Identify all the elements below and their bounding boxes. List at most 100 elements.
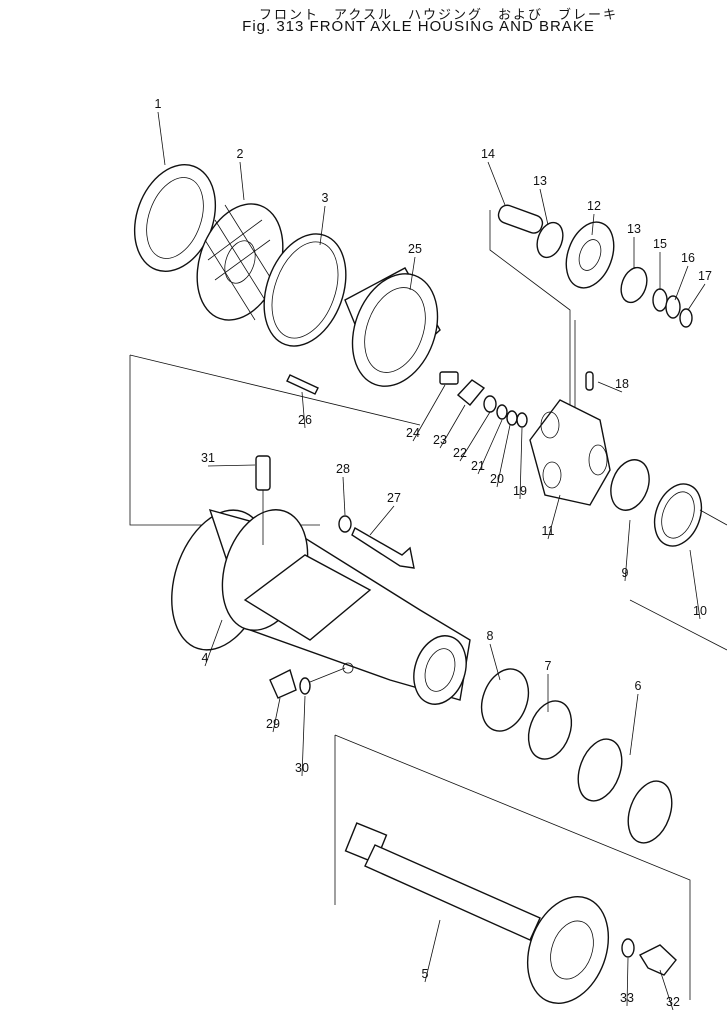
part-13-bearing-2 [620,266,648,304]
callout-label-29: 29 [266,717,280,731]
housing-frame-right [629,509,727,651]
callout-label-11: 11 [542,524,555,538]
part-27-bolt [351,527,415,569]
callout-leader-16 [674,265,689,301]
callout-label-16: 16 [681,251,695,265]
part-17-snap-ring [679,308,693,328]
callout-label-33: 33 [620,991,634,1005]
part-25-ring-gear [344,267,441,387]
callout-leader-10 [689,549,701,620]
callout-leader-28 [342,476,346,516]
callout-leader-2 [239,161,245,201]
callout-label-9: 9 [622,566,629,580]
callout-label-7: 7 [545,659,552,673]
part-5-axle-shaft [344,822,610,1004]
callout-leader-29 [272,697,281,733]
part-6-seal-b [627,780,673,844]
part-13-bearing [536,221,564,259]
callout-leader-32 [659,969,674,1010]
callout-label-26: 26 [298,413,312,427]
callout-leader-19 [519,427,523,500]
callout-label-31: 31 [201,451,215,465]
callout-leader-5 [424,919,441,983]
part-6-seal-a [577,738,623,802]
callout-leader-24 [412,384,446,442]
carrier-frame-line [489,210,571,420]
part-29-plug [269,669,297,699]
callout-leader-31 [207,464,256,467]
callout-leader-33 [626,957,629,1007]
callout-label-2: 2 [237,147,244,161]
callout-leader-27 [369,505,395,536]
callout-label-23: 23 [433,433,447,447]
callout-leader-12 [591,213,595,236]
part-12-planet-gear [565,221,615,289]
part-24-bolt [439,371,459,385]
callout-leader-14 [487,161,506,206]
callout-leader-8 [489,643,501,681]
callout-labels: 1234567891011121313141516171819202122232… [155,97,712,1010]
callout-label-6: 6 [635,679,642,693]
part-32-bolt [639,944,677,976]
callout-label-3: 3 [322,191,329,205]
callout-label-18: 18 [615,377,629,391]
part-11-planet-carrier [529,399,611,506]
callout-label-21: 21 [471,459,485,473]
callout-label-27: 27 [387,491,401,505]
callout-label-12: 12 [587,199,601,213]
callout-label-20: 20 [490,472,504,486]
part-3-ring [263,233,347,347]
part-14-shaft [497,204,544,234]
callout-label-13: 13 [533,174,547,188]
callout-leader-13 [539,188,549,226]
callout-label-13: 13 [627,222,641,236]
callout-leader-18 [597,381,623,393]
callout-leader-17 [687,283,706,311]
callout-leader-20 [496,424,511,488]
part-4-axle-housing [171,508,471,705]
figure-title-english: Fig. 313 FRONT AXLE HOUSING AND BRAKE [242,18,595,35]
part-16-washer [665,295,681,319]
callout-leader-4 [204,619,223,667]
callout-label-1: 1 [155,97,162,111]
callout-label-28: 28 [336,462,350,476]
part-31-breather [255,455,271,491]
part-8-bearing-cup [480,668,530,732]
part-18-pin [585,371,594,391]
part-28-washer [338,515,352,533]
part-21-washer [496,404,508,420]
callout-label-10: 10 [693,604,707,618]
part-9-bearing [610,459,650,511]
callout-leader-3 [319,205,326,246]
callout-label-17: 17 [698,269,712,283]
callout-leader-26 [301,391,306,429]
callout-leader-22 [459,411,491,462]
callout-label-32: 32 [666,995,680,1009]
callout-label-8: 8 [487,629,494,643]
callout-label-24: 24 [406,426,420,440]
callout-label-5: 5 [422,967,429,981]
callout-leader-1 [157,111,166,166]
callout-leader-6 [629,693,639,756]
callout-leader-30 [301,695,306,777]
callout-label-19: 19 [513,484,527,498]
part-7-bearing [527,700,573,760]
part-30-washer [299,677,311,695]
callout-label-22: 22 [453,446,467,460]
callout-leader-23 [439,404,466,449]
callout-leader-21 [477,419,503,475]
callout-label-14: 14 [481,147,495,161]
part-26-pin [286,374,319,395]
callout-label-25: 25 [408,242,422,256]
part-22-washer [483,395,497,413]
part-10-bearing-cup [653,483,703,547]
callout-leader-9 [624,519,631,582]
part-33-washer [621,938,635,958]
part-15-washer [652,288,668,312]
figure-title-japanese: フロント アクスル ハウジング および ブレーキ [259,8,618,23]
part-20-washer [506,410,518,426]
part-2-friction-disc [196,203,284,321]
callout-label-15: 15 [653,237,667,251]
callout-label-4: 4 [202,651,209,665]
